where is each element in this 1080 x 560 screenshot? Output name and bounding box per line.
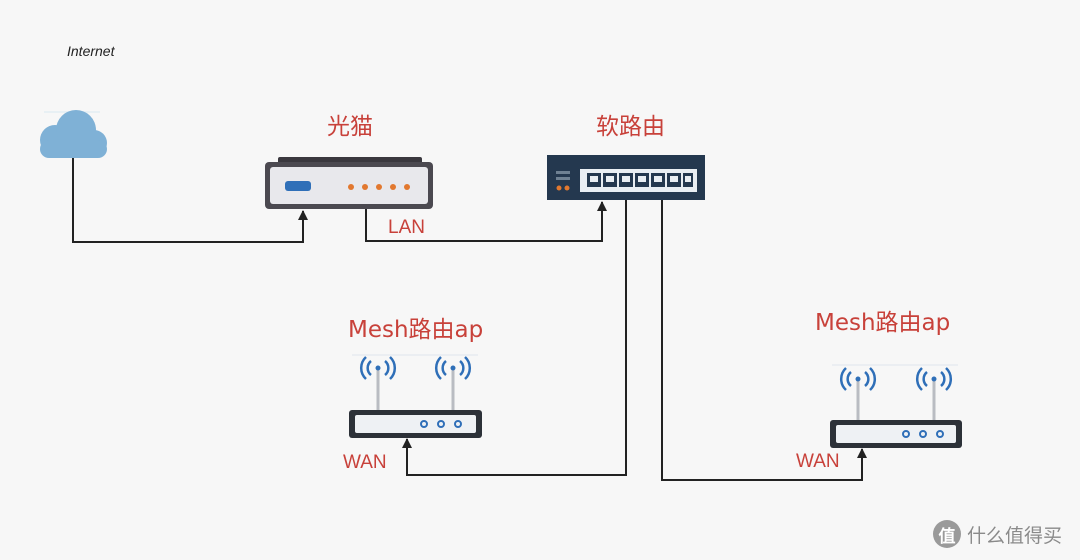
edge-modem-to-soft-router bbox=[365, 201, 607, 242]
soft-router-label: 软路由 bbox=[596, 114, 665, 140]
wan-port-2-label: WAN bbox=[796, 451, 840, 472]
mesh-ap-2-label: Mesh路由ap bbox=[815, 310, 951, 336]
mesh-ap-1-label: Mesh路由ap bbox=[348, 317, 484, 343]
watermark: 值 什么值得买 bbox=[932, 520, 1062, 548]
watermark-text: 什么值得买 bbox=[966, 524, 1062, 547]
wan-port-1-label: WAN bbox=[343, 452, 387, 473]
lan-port-label: LAN bbox=[388, 217, 425, 238]
mesh-ap-2-icon bbox=[830, 364, 962, 448]
modem-label: 光猫 bbox=[327, 114, 373, 140]
cloud-icon bbox=[40, 110, 107, 158]
edge-soft-router-to-mesh-ap-1 bbox=[402, 200, 627, 476]
edge-cloud-to-modem bbox=[72, 158, 308, 243]
mesh-ap-1-icon bbox=[349, 354, 482, 438]
edge-soft-router-to-mesh-ap-2 bbox=[661, 200, 867, 481]
modem-icon bbox=[265, 157, 433, 209]
soft-router-icon bbox=[547, 155, 705, 200]
watermark-logo-icon: 值 bbox=[932, 520, 961, 548]
internet-label: Internet bbox=[67, 43, 115, 59]
